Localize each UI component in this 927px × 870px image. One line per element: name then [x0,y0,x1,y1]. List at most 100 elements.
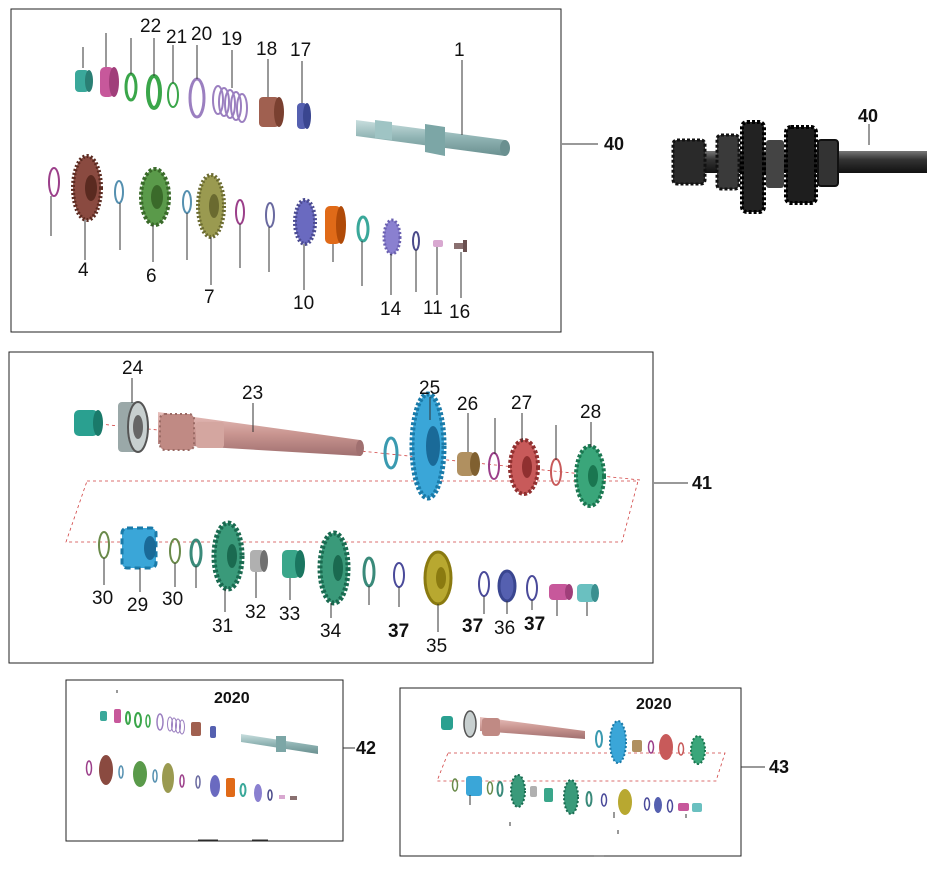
part-26-bushing [457,452,480,476]
label-27: 27 [511,393,532,414]
label-24: 24 [122,358,144,379]
part-16-bolt [454,240,467,252]
part-circlip [48,167,60,197]
part-35-gear [423,550,453,606]
part-30-ring [169,538,181,564]
part-ring [114,180,124,204]
part-34-gear [317,530,351,606]
label-11: 11 [423,298,443,319]
thumbnail-43-frame [399,687,742,857]
leader-lines [103,378,688,632]
label-22: 22 [140,16,161,37]
part-washer [189,538,203,568]
label-36: 36 [494,618,515,639]
part-28-gear [574,444,606,508]
label-26: 26 [457,394,478,415]
part-washer [356,215,370,243]
part-30-ring [98,531,110,559]
part-ring [235,199,245,225]
countershaft-panel: 24 23 25 26 27 28 41 30 29 30 31 32 33 3… [8,351,712,664]
label-4: 4 [78,260,89,281]
label-16: 16 [449,302,470,323]
part-teal-collar [577,584,599,602]
part-25-gear [409,391,447,501]
part-1-main-shaft [356,120,510,156]
thumbnail-43-parts [436,710,726,834]
label-34: 34 [320,621,342,642]
label-17: 17 [290,40,311,61]
main-shaft-panel: 22 21 20 19 18 17 1 4 6 7 10 14 11 16 40 [10,8,624,333]
year-label: 2020 [214,690,250,707]
label-30: 30 [92,588,113,609]
part-orange-bushing [325,206,346,244]
part-36-bushing [497,569,517,603]
label-20: 20 [191,24,212,45]
thumbnail-countershaft-2020: 2020 [399,687,789,857]
label-37b: 37 [462,616,483,637]
part-29-hub [120,526,158,570]
part-6-gear [139,167,171,227]
alignment-dashed-frame [65,480,639,543]
part-37-ring [526,575,538,601]
part-37-ring [478,571,490,597]
part-ring [265,202,275,228]
part-14-gear [382,218,402,256]
part-ring [182,190,192,214]
label-37: 37 [388,621,409,642]
part-20-washer [188,77,206,119]
part-collar [74,410,103,436]
label-25: 25 [419,378,440,399]
part-23-countershaft [158,412,364,456]
assembly-ref-42: 42 [356,738,376,758]
label-29: 29 [127,595,148,616]
part-22-bushing [100,67,119,97]
label-28: 28 [580,402,601,423]
label-21: 21 [166,27,187,48]
label-1: 1 [454,40,465,61]
part-7-gear [196,173,226,239]
assembly-ref-41: 41 [692,473,712,493]
label-19: 19 [221,29,242,50]
label-23: 23 [242,383,263,404]
part-37-ring [393,562,405,588]
assembly-ref-43: 43 [769,757,789,777]
part-27-gear [508,438,540,496]
part-33-bushing [282,550,305,578]
label-7: 7 [204,287,215,308]
year-label: 2020 [636,696,672,713]
part-ring [488,452,500,480]
thumbnail-42-parts [85,690,318,802]
part-22-washer [146,74,162,110]
label-18: 18 [256,39,277,60]
main-shaft-frame [10,8,562,333]
label-33: 33 [279,604,300,625]
label-32: 32 [245,602,266,623]
assembly-ref-40-assembled: 40 [858,106,878,126]
label-35: 35 [426,636,447,657]
part-32-bushing [250,550,268,572]
part-ring [412,231,420,251]
part-4-gear [71,154,103,222]
label-14: 14 [380,299,402,320]
assembled-shaft-view: 40 [671,106,927,214]
assembly-ref-40: 40 [604,134,624,154]
part-washer [124,72,138,102]
part-24-bearing [118,401,149,453]
part-pink-collar [549,584,573,600]
leader-lines [50,33,598,298]
thumbnail-main-shaft-2020: 2020 [65,679,376,842]
part-collar [75,70,93,92]
thumbnail-42-frame [65,679,344,842]
part-washer [383,436,399,470]
label-31: 31 [212,616,233,637]
part-19-spring [212,85,248,123]
part-11-pin [433,240,443,247]
label-10: 10 [293,293,314,314]
part-washer [362,556,376,588]
part-18-bushing [259,97,284,127]
label-37c: 37 [524,614,545,635]
label-30b: 30 [162,589,183,610]
part-21-ring [167,82,179,108]
label-6: 6 [146,266,157,287]
